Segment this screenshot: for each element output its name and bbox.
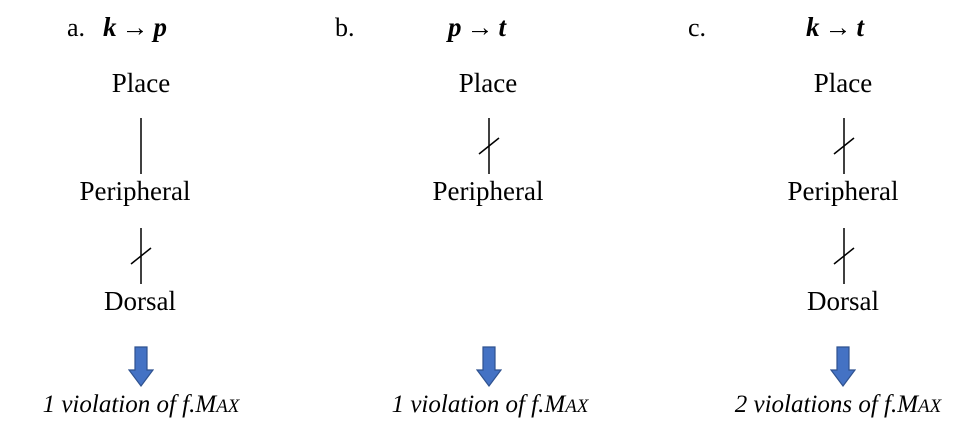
formula-arrow: → — [466, 12, 494, 42]
node-peripheral: Peripheral — [79, 176, 191, 206]
down-arrow-icon — [829, 346, 857, 393]
panel-letter: a. — [67, 13, 86, 42]
formula: k→t — [806, 12, 864, 43]
formula-from: p — [448, 12, 462, 42]
formula-from: k — [103, 12, 117, 42]
constraint-initial: M — [544, 391, 566, 418]
violation-count: 1 — [42, 391, 56, 418]
node-place: Place — [813, 68, 873, 98]
panel-a: a. k→p Place Peripheral Dorsal 1 violati… — [0, 0, 300, 428]
violation-text: violation of f. — [61, 391, 196, 418]
down-arrow-icon — [475, 346, 503, 393]
formula-arrow: → — [824, 12, 852, 42]
violation-result: 2 violations of f.MAX — [735, 391, 942, 419]
association-line-delinked — [469, 118, 509, 178]
association-line-delinked — [824, 228, 864, 288]
formula-to: t — [498, 12, 507, 42]
constraint-smallcaps: AX — [565, 396, 589, 417]
violation-count: 2 — [734, 391, 748, 418]
formula: k→p — [103, 12, 167, 43]
violation-count: 1 — [391, 391, 405, 418]
formula-to: t — [856, 12, 865, 42]
formula-from: k — [806, 12, 820, 42]
node-place: Place — [458, 68, 518, 98]
formula: p→t — [448, 12, 506, 43]
violation-text: violation of f. — [410, 391, 545, 418]
node-peripheral: Peripheral — [787, 176, 899, 206]
violation-text: violations of f. — [753, 391, 898, 418]
constraint-smallcaps: AX — [216, 396, 240, 417]
association-line-delinked — [121, 228, 161, 288]
violation-result: 1 violation of f.MAX — [43, 391, 240, 419]
panel-letter: b. — [335, 13, 355, 42]
constraint-initial: M — [897, 391, 919, 418]
node-place: Place — [111, 68, 171, 98]
panel-c: c. k→t Place Peripheral Dorsal 2 violati… — [0, 0, 941, 428]
violation-result: 1 violation of f.MAX — [392, 391, 589, 419]
constraint-initial: M — [195, 391, 217, 418]
panel-letter: c. — [688, 13, 707, 42]
constraint-smallcaps: AX — [918, 396, 942, 417]
formula-to: p — [153, 12, 168, 42]
association-line-intact — [121, 118, 161, 178]
down-arrow-icon — [127, 346, 155, 393]
node-dorsal: Dorsal — [807, 286, 879, 316]
node-peripheral: Peripheral — [432, 176, 544, 206]
node-dorsal: Dorsal — [104, 286, 176, 316]
formula-arrow: → — [121, 12, 149, 42]
association-line-delinked — [824, 118, 864, 178]
panel-b: b. p→t Place Peripheral 1 violation of f… — [0, 0, 588, 428]
